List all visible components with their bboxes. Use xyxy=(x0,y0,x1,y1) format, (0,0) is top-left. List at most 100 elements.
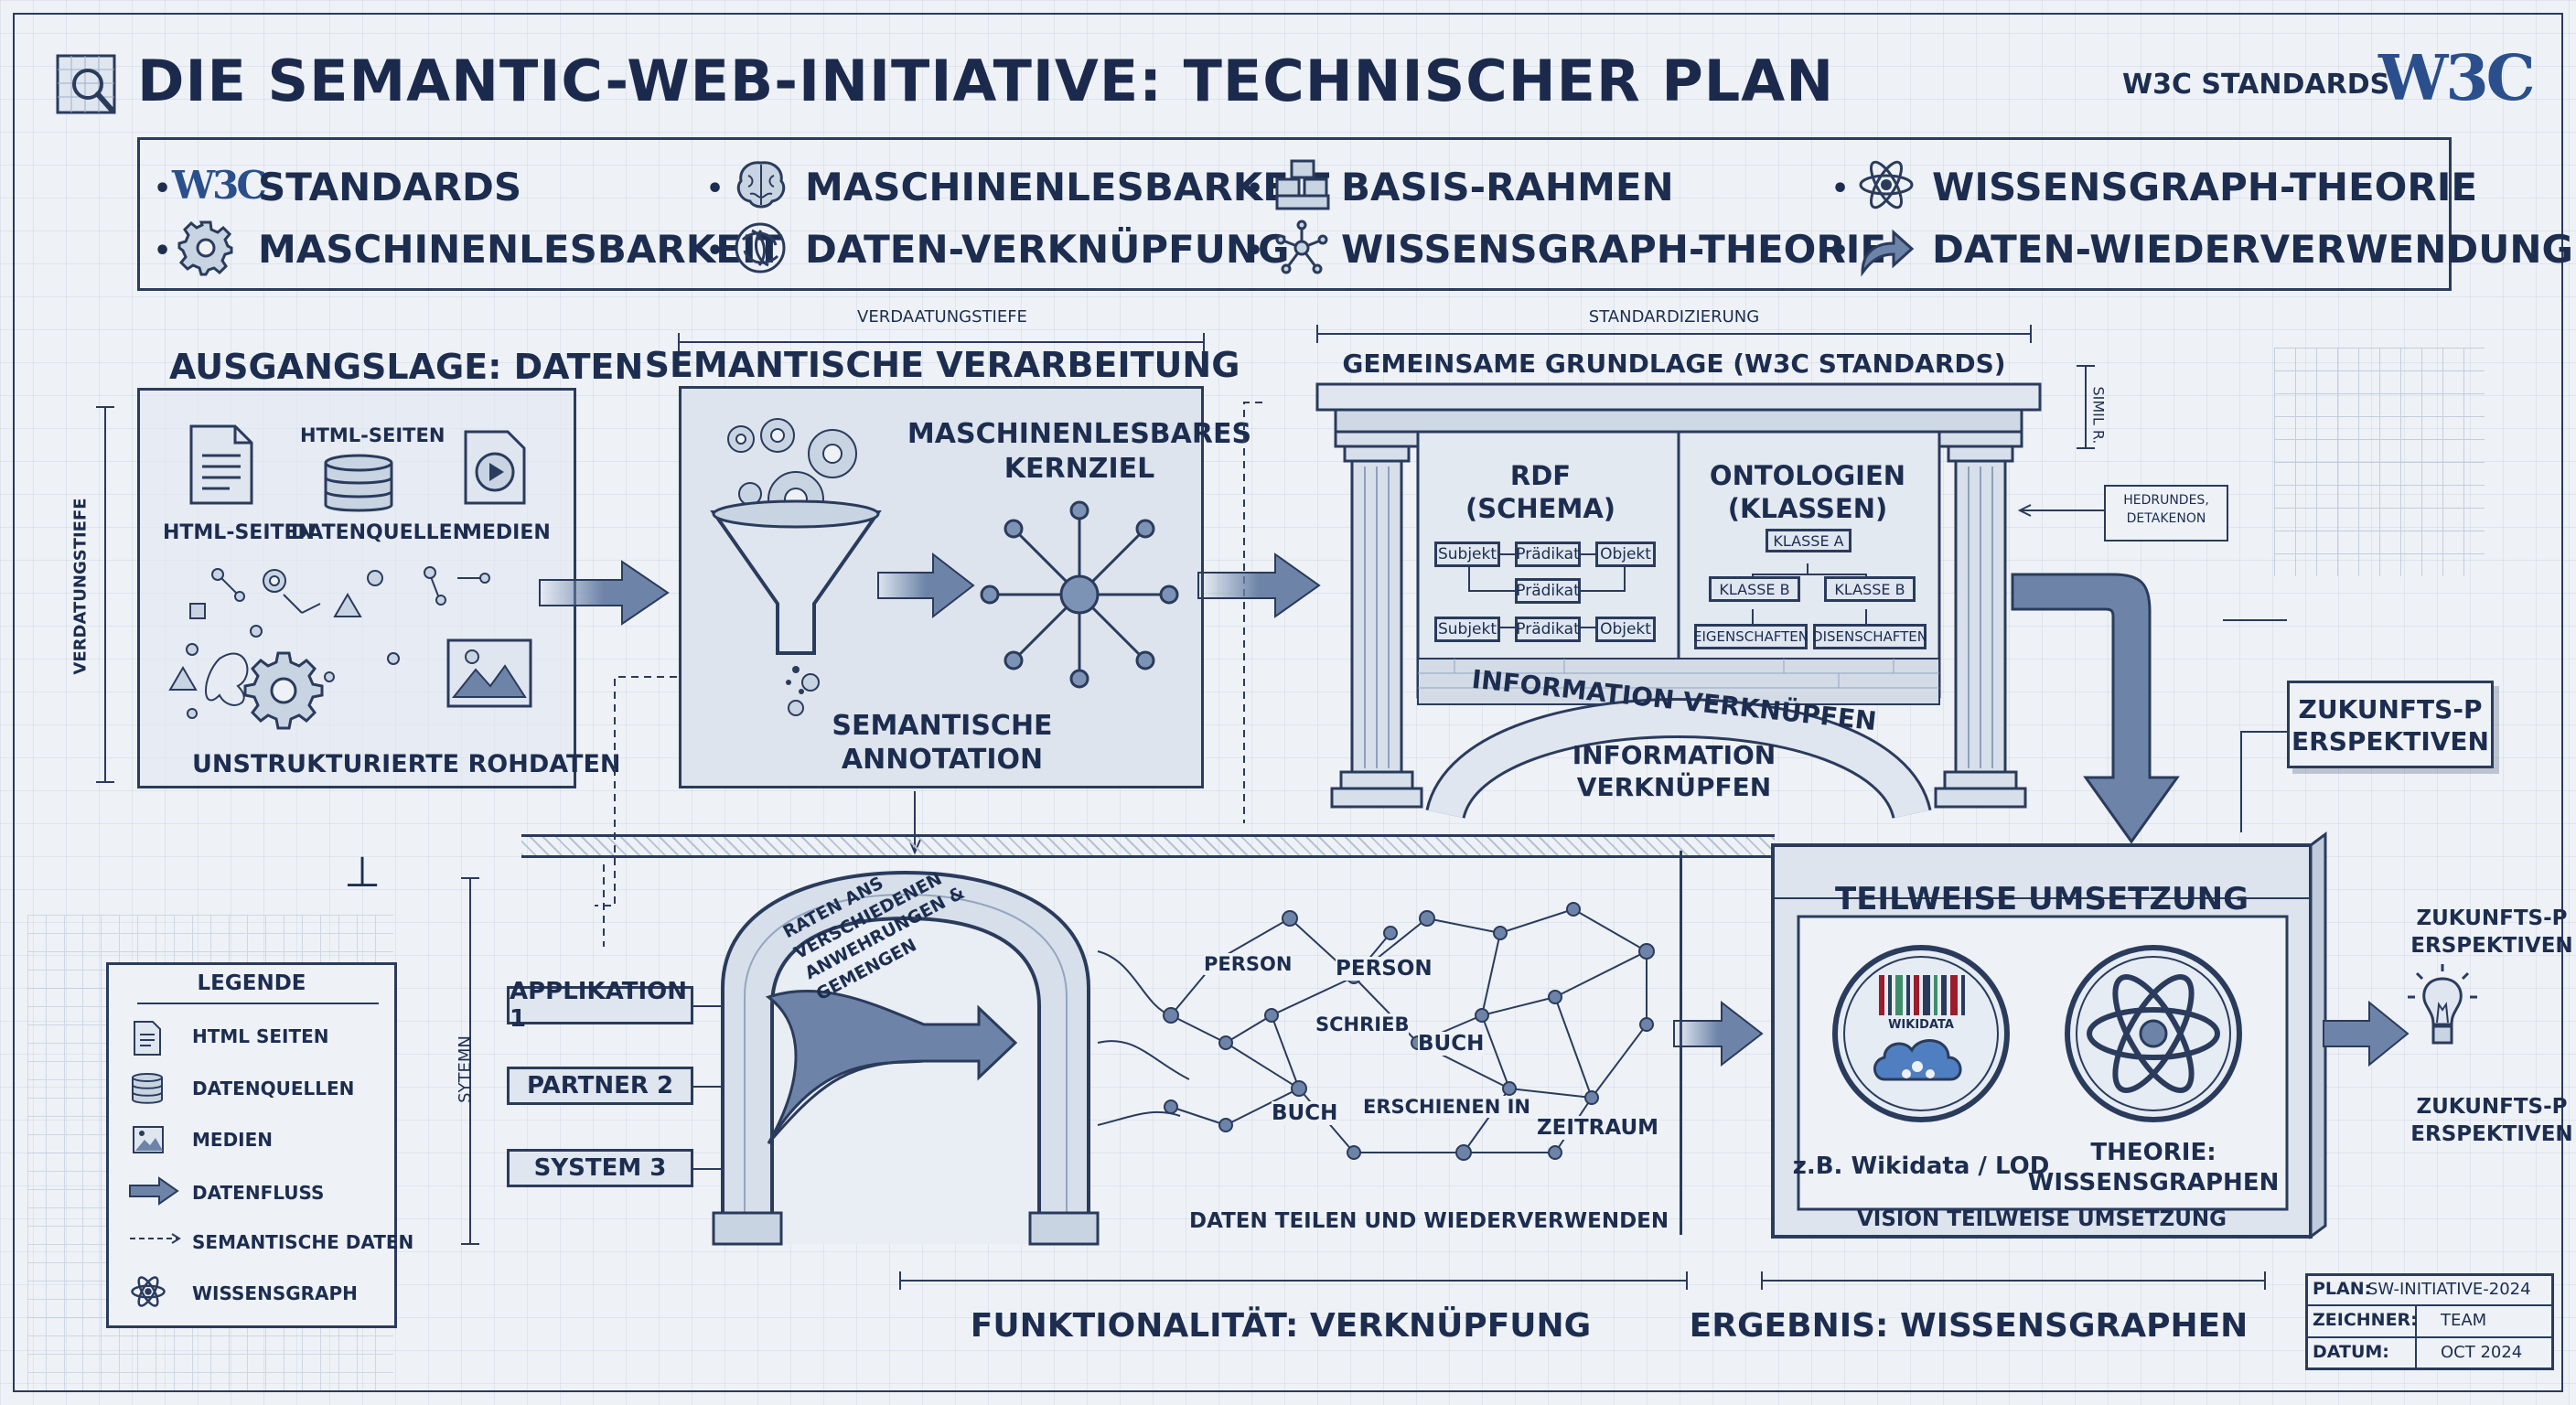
banner-item-label: MASCHINENLESBARKEIT xyxy=(258,227,783,272)
plan-value: SW-INITIATIVE-2024 xyxy=(2367,1280,2531,1299)
banner-item-label: MASCHINENLESBARKEIT xyxy=(805,165,1330,209)
bullet: • xyxy=(154,235,172,267)
gear-icon xyxy=(177,220,233,276)
dashed-arrow-icon xyxy=(130,1233,181,1244)
semantic-node-icon xyxy=(980,500,1179,689)
funnel-icon xyxy=(710,418,882,716)
wikidata-label: z.B. Wikidata / LOD xyxy=(1792,1153,2050,1180)
legend-item-label: SEMANTISCHE DATEN xyxy=(192,1231,414,1253)
ontologien-title: ONTOLOGIEN (KLASSEN) xyxy=(1709,460,1906,525)
banner-item-label: WISSENSGRAPH-THEORIE xyxy=(1341,227,1887,272)
bullet: • xyxy=(1246,235,1264,267)
dimension-label: SIMIL R. xyxy=(2089,386,2108,445)
link-knot-icon xyxy=(735,222,786,273)
note-box xyxy=(2104,485,2228,542)
rdf-cell: Subjekt xyxy=(1434,617,1500,642)
legend-item-label: DATENFLUSS xyxy=(192,1182,325,1204)
system-box: PARTNER 2 xyxy=(507,1067,693,1105)
flow-arrow xyxy=(2323,1000,2410,1067)
datenquellen-label: DATENQUELLEN xyxy=(291,521,470,544)
medien-label: MEDIEN xyxy=(462,521,551,544)
result-caption: VISION TEILWEISE UMSETZUNG xyxy=(1856,1207,2227,1231)
graph-node-label: ZEITRAUM xyxy=(1537,1116,1659,1140)
wikidata-icon xyxy=(1832,945,2010,1122)
dimension-line xyxy=(603,864,605,947)
flow-arrow xyxy=(539,560,670,626)
outer-frame xyxy=(13,13,2563,1392)
funktionalitaet-caption: FUNKTIONALITÄT: VERKNÜPFUNG xyxy=(970,1307,1592,1345)
temple-structure xyxy=(1315,382,2042,820)
ontology-property: EIGENSCHAFTEN xyxy=(1693,624,1809,649)
plan-label: PLAN: xyxy=(2313,1279,2372,1299)
goal-text: MASCHINENLESBARES KERNZIEL xyxy=(907,418,1252,485)
rdf-cell: Prädikat xyxy=(1515,578,1581,604)
dimension-label: STANDARDIZIERUNG xyxy=(1588,307,1760,327)
flow-arrow xyxy=(1673,1000,1764,1067)
database-icon xyxy=(132,1073,163,1104)
section-divider xyxy=(521,834,1775,858)
rdf-connectors xyxy=(1468,553,1626,628)
system-box: SYSTEM 3 xyxy=(507,1149,693,1187)
key-banner xyxy=(137,137,2452,291)
arrow-icon xyxy=(1861,229,1915,277)
title-block-rule xyxy=(2305,1336,2554,1338)
datum-label: DATUM: xyxy=(2313,1342,2389,1362)
banner-item-label: BASIS-RAHMEN xyxy=(1341,165,1674,209)
note-pointer xyxy=(2017,504,2104,517)
ontology-property: DISENSCHAFTEN xyxy=(1812,624,1927,649)
atom-icon xyxy=(131,1276,166,1307)
bullet: • xyxy=(1831,173,1850,205)
future-note-box xyxy=(2287,681,2494,768)
result-title: TEILWEISE UMSETZUNG xyxy=(1835,881,2249,917)
section-marker: ⊥ xyxy=(344,847,381,896)
rdf-cell: Subjekt xyxy=(1434,542,1500,567)
panel1-caption: UNSTRUKTURIERTE ROHDATEN xyxy=(192,750,621,778)
ontology-class: KLASSE B xyxy=(1709,576,1800,602)
dimension-line xyxy=(678,333,1205,351)
document-icon xyxy=(189,424,253,505)
atom-icon xyxy=(2065,945,2242,1122)
legend-rule xyxy=(137,1003,379,1004)
future-note-text: ZUKUNFTS-PERSPEKTIVEN xyxy=(2292,694,2489,756)
wikidata-logo-text: WIKIDATA xyxy=(1888,1018,1954,1032)
dimension-line xyxy=(461,877,479,1245)
w3c-logo-icon: W3C xyxy=(2378,42,2536,115)
blocks-icon xyxy=(1275,159,1330,210)
ontology-class: KLASSE B xyxy=(1824,576,1916,602)
title-block-rule xyxy=(2305,1304,2554,1306)
grid-decoration xyxy=(2274,348,2485,576)
bullet: • xyxy=(706,173,724,205)
media-icon xyxy=(464,430,526,505)
html-top-label: HTML-SEITEN xyxy=(300,424,445,446)
atom-icon xyxy=(1859,160,1914,209)
legend-title: LEGENDE xyxy=(197,971,306,995)
theorie-label: THEORIE: WISSENSGRAPHEN xyxy=(2027,1139,2280,1196)
datum-value: OCT 2024 xyxy=(2441,1343,2523,1362)
panel3-title: GEMEINSAME GRUNDLAGE (W3C STANDARDS) xyxy=(1342,349,2006,379)
raw-data-scatter xyxy=(168,566,532,730)
graph-node-label: PERSON xyxy=(1336,957,1433,981)
image-icon xyxy=(133,1126,164,1153)
ergebnis-caption: ERGEBNIS: WISSENSGRAPHEN xyxy=(1689,1307,2249,1345)
flow-arrow-bent xyxy=(2011,573,2180,844)
legend-item-label: HTML SEITEN xyxy=(192,1025,329,1047)
graph-caption: DATEN TEILEN UND WIEDERVERWENDEN xyxy=(1189,1209,1669,1233)
graph-node-label: BUCH xyxy=(1418,1032,1485,1056)
panel2-caption: SEMANTISCHE ANNOTATION xyxy=(832,710,1053,776)
zeichner-value: TEAM xyxy=(2441,1311,2487,1330)
magnifier-icon xyxy=(56,54,116,114)
banner-item-label: STANDARDS xyxy=(258,165,522,209)
dimension-label: VERDATUNGSTIEFE xyxy=(70,498,91,675)
gateway-arch xyxy=(712,870,1100,1246)
banner-item-label: DATEN-WIEDERVERWENDUNG xyxy=(1932,227,2573,272)
page-title: DIE SEMANTIC-WEB-INITIATIVE: TECHNISCHER… xyxy=(137,48,1835,114)
banner-item-label: WISSENSGRAPH-THEORIE xyxy=(1932,165,2478,209)
graph-node-label: BUCH xyxy=(1272,1101,1338,1125)
legend-item-label: WISSENSGRAPH xyxy=(192,1282,358,1304)
bullet: • xyxy=(154,173,172,205)
knowledge-graph xyxy=(1097,902,1655,1161)
dimension-line xyxy=(2077,365,2095,449)
bullet: • xyxy=(1831,235,1850,267)
graph-node-label: SCHRIEB xyxy=(1315,1014,1410,1035)
rdf-cell: Objekt xyxy=(1595,617,1656,642)
